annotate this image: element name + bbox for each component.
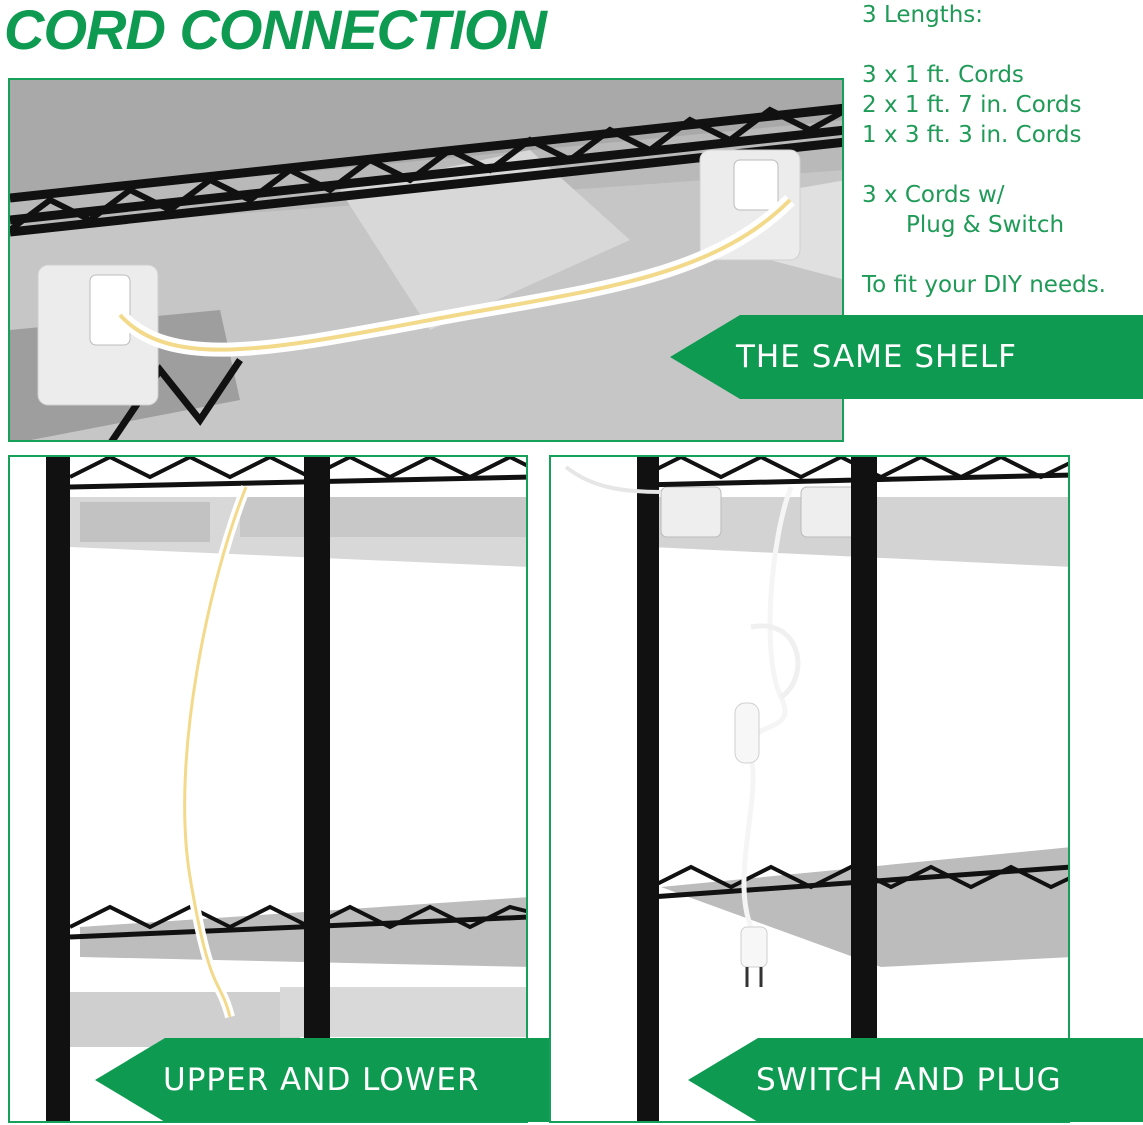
upper-lower-illustration: [10, 457, 526, 1121]
switch-cords-line: 3 x Cords w/: [862, 182, 1005, 208]
banner-label: THE SAME SHELF: [736, 339, 1018, 375]
switch-plug-banner: SWITCH AND PLUG: [688, 1038, 1143, 1122]
same-shelf-illustration: [10, 80, 842, 440]
length-item: 1 x 3 ft. 3 in. Cords: [862, 122, 1082, 148]
same-shelf-banner: THE SAME SHELF: [670, 315, 1143, 399]
banner-label: SWITCH AND PLUG: [756, 1062, 1062, 1098]
same-shelf-photo: [8, 78, 844, 442]
length-item: 2 x 1 ft. 7 in. Cords: [862, 92, 1082, 118]
switch-plug-illustration: [551, 457, 1068, 1121]
switch-plug-photo: [549, 455, 1070, 1123]
page-title: CORD CONNECTION: [4, 0, 547, 61]
upper-lower-photo: [8, 455, 528, 1123]
lengths-heading: 3 Lengths:: [862, 2, 984, 28]
length-item: 3 x 1 ft. Cords: [862, 62, 1024, 88]
banner-label: UPPER AND LOWER: [163, 1062, 480, 1098]
upper-lower-banner: UPPER AND LOWER: [95, 1038, 550, 1122]
diy-note: To fit your DIY needs.: [862, 272, 1106, 298]
cord-lengths-specs: 3 Lengths: 3 x 1 ft. Cords 2 x 1 ft. 7 i…: [862, 0, 1142, 300]
switch-cords-line: Plug & Switch: [906, 212, 1065, 238]
